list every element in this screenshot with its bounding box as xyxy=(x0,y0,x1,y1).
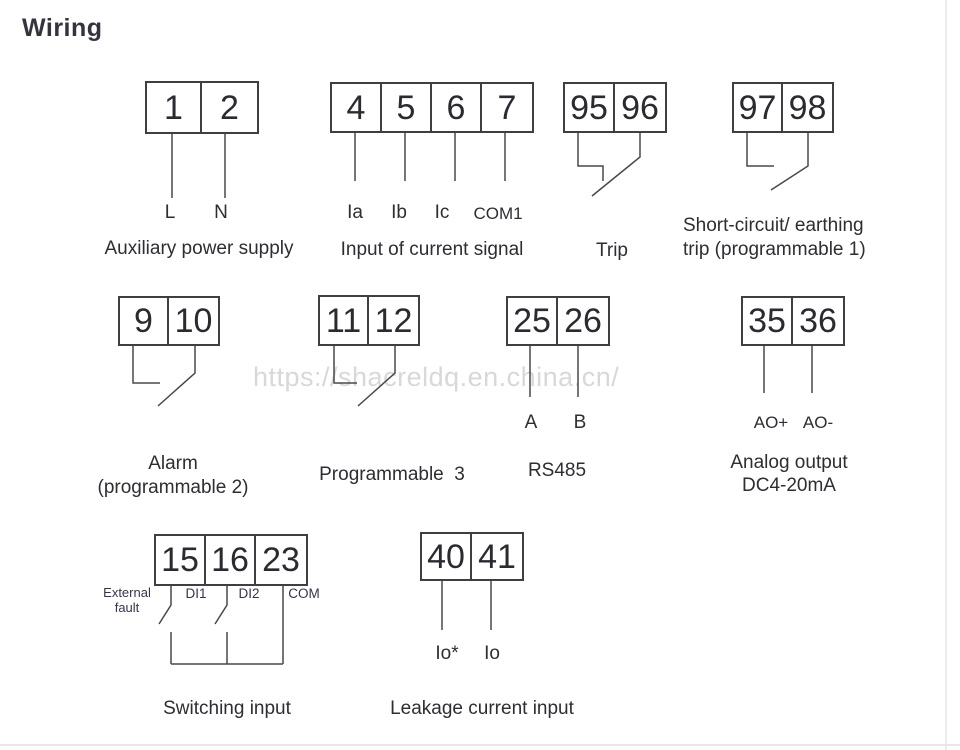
terminal-block-leakage-input: 40 41 xyxy=(420,532,524,581)
terminal-cell: 1 xyxy=(147,83,202,132)
caption-short-circuit: Short-circuit/ earthing trip (programmab… xyxy=(683,215,866,260)
wire-label-AO-minus: AO- xyxy=(802,413,834,432)
page-title: Wiring xyxy=(22,14,103,42)
wire-label-A: A xyxy=(524,412,538,433)
caption-alarm: Alarm (programmable 2) xyxy=(97,453,249,498)
terminal-cell: 12 xyxy=(374,301,413,340)
terminal-cell: 10 xyxy=(174,302,213,340)
caption-current-input: Input of current signal xyxy=(340,239,524,260)
terminal-block-trip: 95 96 xyxy=(563,82,667,133)
wire-label-N: N xyxy=(214,202,228,223)
caption-aux-power: Auxiliary power supply xyxy=(104,238,294,259)
terminal-block-analog-output: 35 36 xyxy=(741,296,845,346)
caption-programmable3: Programmable 3 xyxy=(319,464,465,485)
terminal-cell: 40 xyxy=(422,534,472,579)
terminal-block-aux-power: 1 2 xyxy=(145,81,259,134)
terminal-cell: 7 xyxy=(497,88,517,127)
watermark-url-text: https://shacreldq.en.china.cn/ xyxy=(253,362,620,392)
wire-label-Ic: Ic xyxy=(434,202,450,223)
current-input-wires xyxy=(354,129,506,181)
terminal-cell: 98 xyxy=(788,88,827,127)
terminal-cell: 9 xyxy=(120,298,169,344)
terminal-cell: 25 xyxy=(508,298,558,344)
terminal-cell: 15 xyxy=(156,536,206,584)
terminal-cell: 96 xyxy=(621,88,659,127)
caption-rs485: RS485 xyxy=(527,460,587,481)
terminal-cell: 23 xyxy=(262,541,300,579)
terminal-cell: 36 xyxy=(799,302,837,340)
trip-contact-symbol xyxy=(577,129,641,197)
switching-input-switch-symbols xyxy=(158,582,284,665)
terminal-block-alarm: 9 10 xyxy=(118,296,220,346)
wire-label-DI1: DI1 xyxy=(185,586,207,601)
analog-output-wires xyxy=(763,342,813,393)
terminal-cell: 97 xyxy=(734,84,783,131)
terminal-cell: 16 xyxy=(206,536,256,584)
terminal-cell: 35 xyxy=(743,298,793,344)
terminal-block-short-circuit: 97 98 xyxy=(732,82,834,133)
wire-label-external-fault: External fault xyxy=(103,585,151,615)
terminal-cell: 4 xyxy=(332,84,382,131)
terminal-cell: 95 xyxy=(565,84,615,131)
wire-label-Ib: Ib xyxy=(391,202,407,223)
terminal-block-rs485: 25 26 xyxy=(506,296,610,346)
alarm-contact-symbol xyxy=(132,342,196,407)
terminal-cell: 41 xyxy=(478,537,516,576)
terminal-block-programmable3: 11 12 xyxy=(318,295,420,346)
terminal-cell: 2 xyxy=(220,88,239,127)
leakage-input-wires xyxy=(441,577,492,630)
caption-switching-input: Switching input xyxy=(163,698,291,719)
caption-leakage-input: Leakage current input xyxy=(390,698,574,719)
terminal-cell: 5 xyxy=(382,84,432,131)
terminal-block-current-input: 4 5 6 7 xyxy=(330,82,534,133)
terminal-cell: 6 xyxy=(432,84,482,131)
short-circuit-contact-symbol xyxy=(746,129,809,191)
caption-analog-output: Analog output DC4-20mA xyxy=(730,452,848,496)
aux-power-wires xyxy=(171,130,226,198)
page-edge-vertical-line xyxy=(945,0,947,750)
wire-label-B: B xyxy=(573,412,587,433)
terminal-cell: 26 xyxy=(564,302,602,340)
terminal-cell: 11 xyxy=(320,297,369,344)
wire-label-L: L xyxy=(164,202,176,223)
wire-label-AO-plus: AO+ xyxy=(753,413,789,432)
wire-label-COM1: COM1 xyxy=(473,204,523,223)
caption-trip: Trip xyxy=(595,240,629,261)
page-edge-bottom-line xyxy=(0,744,960,746)
wire-label-Io: Io xyxy=(484,643,500,664)
wire-label-COM: COM xyxy=(288,586,320,601)
wire-label-Io-star: Io* xyxy=(435,643,459,664)
wire-label-Ia: Ia xyxy=(347,202,363,223)
wire-label-DI2: DI2 xyxy=(238,586,260,601)
terminal-block-switching-input: 15 16 23 xyxy=(154,534,308,586)
